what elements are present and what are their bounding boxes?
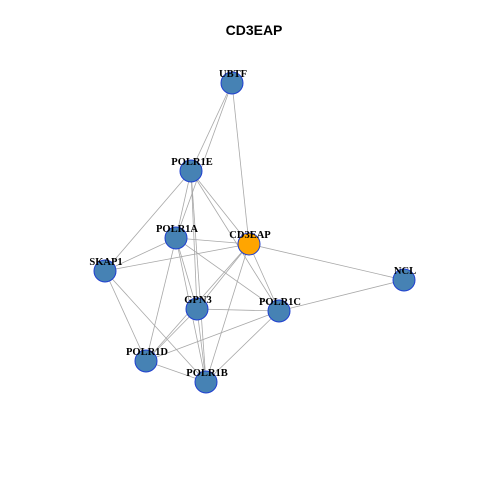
edge-polr1e-polr1b [190,170,207,383]
edge-polr1a-polr1c [175,237,280,312]
node-layer [93,71,416,394]
edge-ubtf-polr1a [175,82,233,239]
edge-cd3eap-skap1 [104,243,250,272]
edge-ubtf-polr1e [190,82,233,172]
node-polr1d [134,349,158,373]
edge-polr1e-gpn3 [190,170,198,310]
edge-gpn3-polr1c [196,308,280,312]
edge-skap1-polr1a [104,237,177,272]
edge-cd3eap-polr1c [248,243,280,312]
edge-polr1a-polr1d [145,237,177,362]
edge-skap1-polr1d [104,270,147,362]
node-polr1a [164,226,188,250]
graph-title: CD3EAP [226,22,283,38]
edge-ubtf-cd3eap [231,82,250,245]
edge-polr1a-cd3eap [175,237,250,245]
node-label-cd3eap: CD3EAP [229,230,271,241]
edge-polr1e-cd3eap [190,170,250,245]
node-label-polr1e: POLR1E [171,157,212,168]
edge-gpn3-polr1b [196,308,207,383]
edge-cd3eap-polr1b [205,243,250,383]
node-polr1c [267,299,291,323]
edge-polr1a-gpn3 [175,237,198,310]
node-label-polr1b: POLR1B [186,368,227,379]
node-ubtf [220,71,244,95]
edge-cd3eap-ncl [248,243,405,281]
edge-cd3eap-gpn3 [196,243,250,310]
edge-gpn3-polr1d [145,308,198,362]
edge-skap1-polr1b [104,270,207,383]
node-skap1 [93,259,117,283]
edge-ncl-polr1c [278,279,405,312]
edge-polr1c-polr1b [205,310,280,383]
node-label-polr1d: POLR1D [126,347,168,358]
edge-polr1c-polr1d [145,310,280,362]
node-polr1b [194,370,218,394]
node-ncl [392,268,416,292]
node-cd3eap [237,232,261,256]
node-label-polr1a: POLR1A [156,224,198,235]
node-label-polr1c: POLR1C [259,297,301,308]
node-label-ubtf: UBTF [219,69,247,80]
node-polr1e [179,159,203,183]
edge-polr1e-skap1 [104,170,192,272]
node-label-gpn3: GPN3 [184,295,211,306]
edge-polr1e-polr1c [190,170,280,312]
node-gpn3 [185,297,209,321]
node-label-ncl: NCL [394,266,416,277]
node-label-skap1: SKAP1 [89,257,122,268]
